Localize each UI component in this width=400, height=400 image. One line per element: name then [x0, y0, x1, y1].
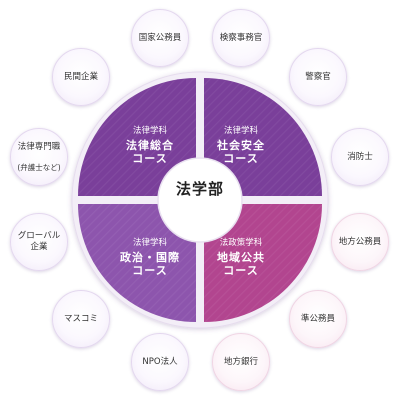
career-prosecutor-clerk: 検察事務官 [212, 9, 270, 67]
dept-label: 法律学科 [132, 238, 167, 248]
course-label: 地域公共 コース [217, 250, 265, 278]
quadrant-bottom-right-texture [204, 204, 322, 322]
dept-label: 法律学科 [223, 126, 258, 136]
career-quasi-civil-servant: 準公務員 [289, 290, 347, 348]
quadrant-label-top-right: 法律学科 社会安全 コース [191, 126, 291, 166]
course-label: 社会安全 コース [217, 138, 265, 166]
dept-label: 法政策学科 [219, 238, 263, 248]
career-police-officer: 警察官 [289, 48, 347, 106]
career-global-company: グローバル 企業 [10, 213, 68, 271]
quadrant-label-bottom-right: 法政策学科 地域公共 コース [191, 238, 291, 278]
quadrant-label-bottom-left: 法律学科 政治・国際 コース [100, 238, 200, 278]
course-label: 政治・国際 コース [120, 250, 180, 278]
career-legal-professional: 法律専門職 (弁護士など) [10, 128, 68, 186]
career-mass-media: マスコミ [52, 290, 110, 348]
quadrant-top-left-texture [78, 78, 196, 196]
career-npo: NPO法人 [131, 333, 189, 391]
career-national-civil-servant: 国家公務員 [131, 9, 189, 67]
quadrant-top-right-texture [204, 78, 322, 196]
career-firefighter: 消防士 [331, 128, 389, 186]
career-private-company: 民間企業 [52, 48, 110, 106]
career-regional-bank: 地方銀行 [212, 333, 270, 391]
center-circle [157, 157, 243, 243]
quadrant-label-top-left: 法律学科 法律総合 コース [100, 126, 200, 166]
course-label: 法律総合 コース [126, 138, 174, 166]
career-local-civil-servant: 地方公務員 [331, 213, 389, 271]
center-title: 法学部 [175, 180, 224, 198]
dept-label: 法律学科 [132, 126, 167, 136]
quadrant-bottom-left-texture [78, 204, 196, 322]
